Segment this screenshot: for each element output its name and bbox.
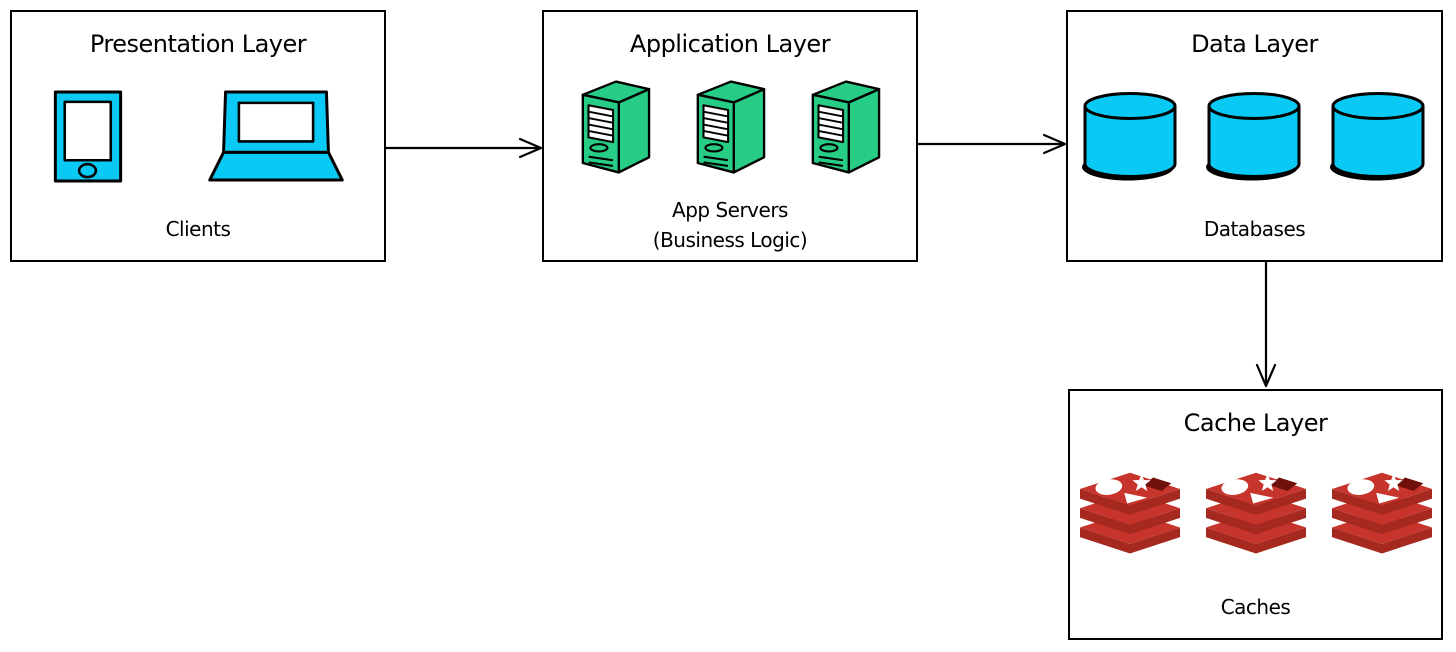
server-icon (696, 79, 766, 174)
tablet-icon (53, 89, 122, 183)
application-caption-line1: App Servers (672, 198, 788, 222)
presentation-layer-title: Presentation Layer (89, 30, 307, 58)
data-layer-caption: Databases (1203, 217, 1306, 241)
server-icon (581, 79, 651, 174)
data-layer-icons (1068, 58, 1441, 214)
database-icon (1330, 92, 1425, 181)
application-layer-box: Application Layer (542, 10, 918, 262)
cache-layer-caption: Caches (1220, 595, 1291, 619)
cache-layer-title: Cache Layer (1183, 409, 1328, 437)
laptop-icon (207, 89, 344, 182)
data-layer-box: Data Layer Databases (1066, 10, 1443, 262)
arrow-presentation-to-application (384, 137, 543, 159)
application-layer-icons (544, 58, 916, 195)
application-layer-title: Application Layer (629, 30, 831, 58)
presentation-layer-caption: Clients (165, 217, 231, 241)
database-icon (1206, 92, 1301, 181)
database-icon (1082, 92, 1177, 181)
presentation-layer-icons (12, 58, 384, 214)
server-icon (811, 79, 881, 174)
arrow-application-to-data (916, 133, 1067, 155)
redis-cache-icon (1331, 472, 1432, 553)
arrow-data-to-cache (1255, 260, 1277, 388)
cache-layer-icons (1070, 437, 1441, 592)
cache-layer-box: Cache Layer (1068, 389, 1443, 640)
presentation-layer-box: Presentation Layer Clients (10, 10, 386, 262)
application-caption-line2: (Business Logic) (652, 228, 808, 252)
redis-cache-icon (1079, 472, 1180, 553)
redis-cache-icon (1205, 472, 1306, 553)
data-layer-title: Data Layer (1191, 30, 1318, 58)
application-layer-caption: App Servers (Business Logic) (652, 195, 808, 255)
